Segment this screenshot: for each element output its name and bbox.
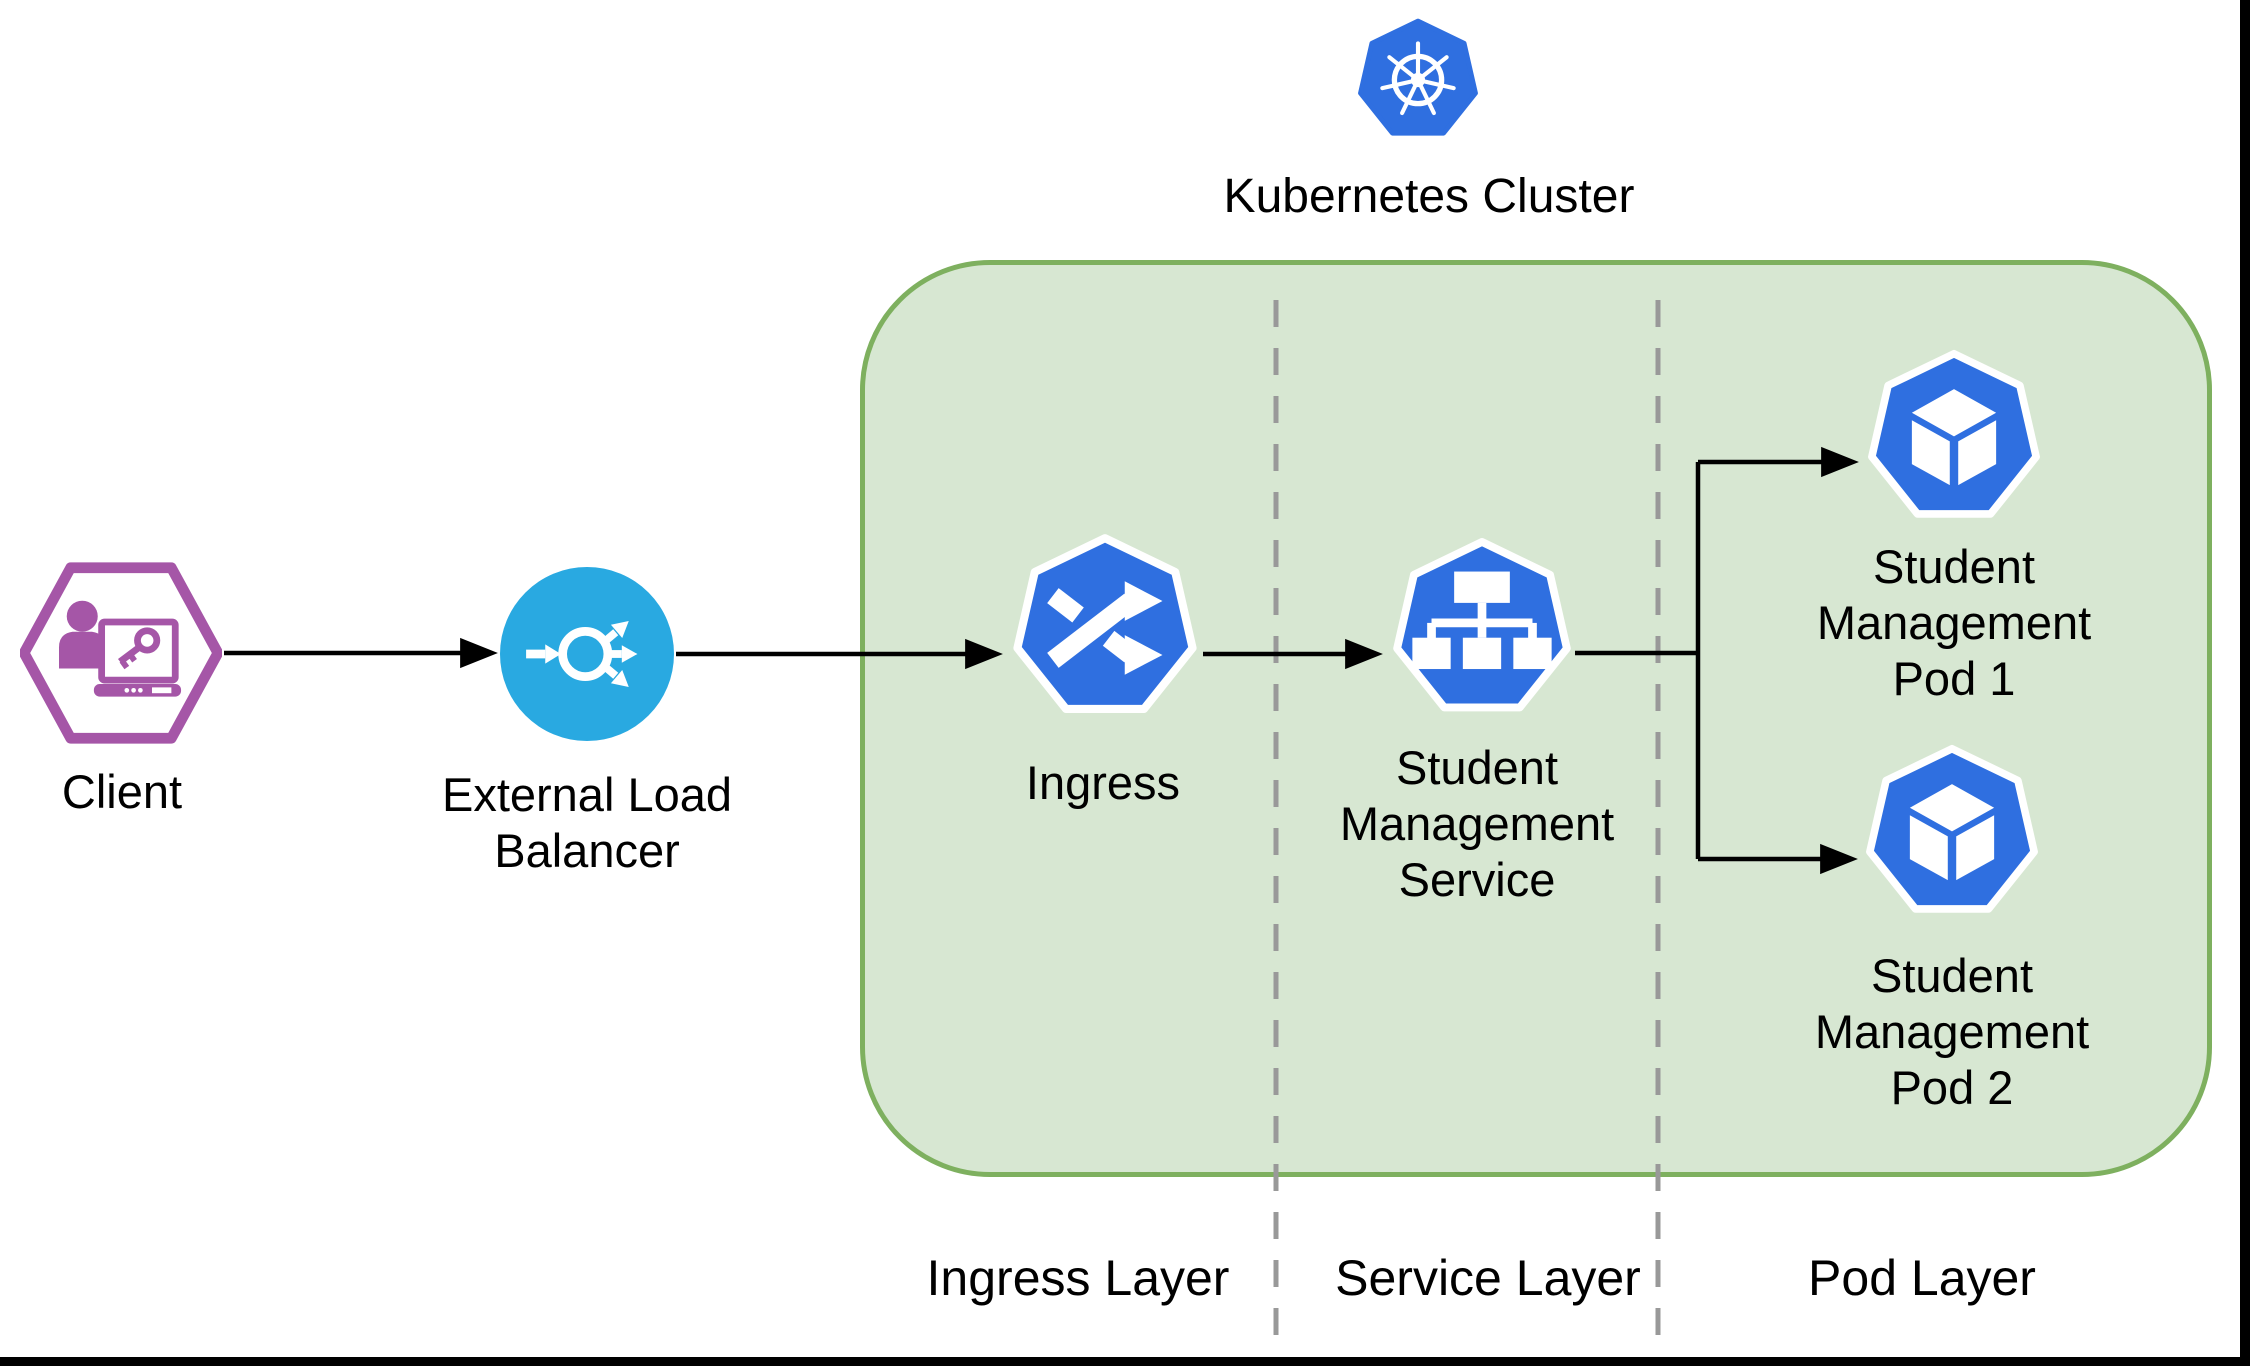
ingress-node	[1008, 531, 1202, 730]
ingress-icon	[1013, 534, 1197, 713]
cluster-title: Kubernetes Cluster	[1223, 170, 1635, 223]
service-node	[1388, 533, 1576, 730]
load-balancer-node	[500, 567, 674, 746]
client-node	[18, 560, 224, 751]
client-label: Client	[61, 765, 183, 818]
pod-icon	[1866, 744, 2038, 913]
pod1-node	[1863, 343, 2045, 538]
kubernetes-logo-node	[1354, 18, 1482, 147]
right-frame-bar	[2240, 0, 2250, 1366]
layer-label-pod: Pod Layer	[1808, 1250, 2036, 1306]
client-hexagon-icon	[18, 562, 224, 744]
ingress-label: Ingress	[1025, 756, 1181, 809]
layer-label-ingress: Ingress Layer	[926, 1250, 1230, 1306]
pod1-label: Student Management Pod 1	[1816, 540, 2092, 705]
pod2-label: Student Management Pod 2	[1814, 949, 2090, 1114]
pod-icon	[1868, 349, 2040, 518]
kubernetes-wheel-icon	[1358, 18, 1478, 136]
service-branch-line	[1575, 462, 1701, 859]
bottom-frame-bar	[0, 1357, 2250, 1366]
load-balancer-icon	[500, 567, 674, 741]
service-label: Student Management Service	[1339, 741, 1615, 906]
layer-label-service: Service Layer	[1335, 1250, 1641, 1306]
service-icon	[1393, 538, 1571, 712]
pod2-node	[1861, 738, 2043, 933]
load-balancer-label: External Load Balancer	[441, 768, 733, 877]
